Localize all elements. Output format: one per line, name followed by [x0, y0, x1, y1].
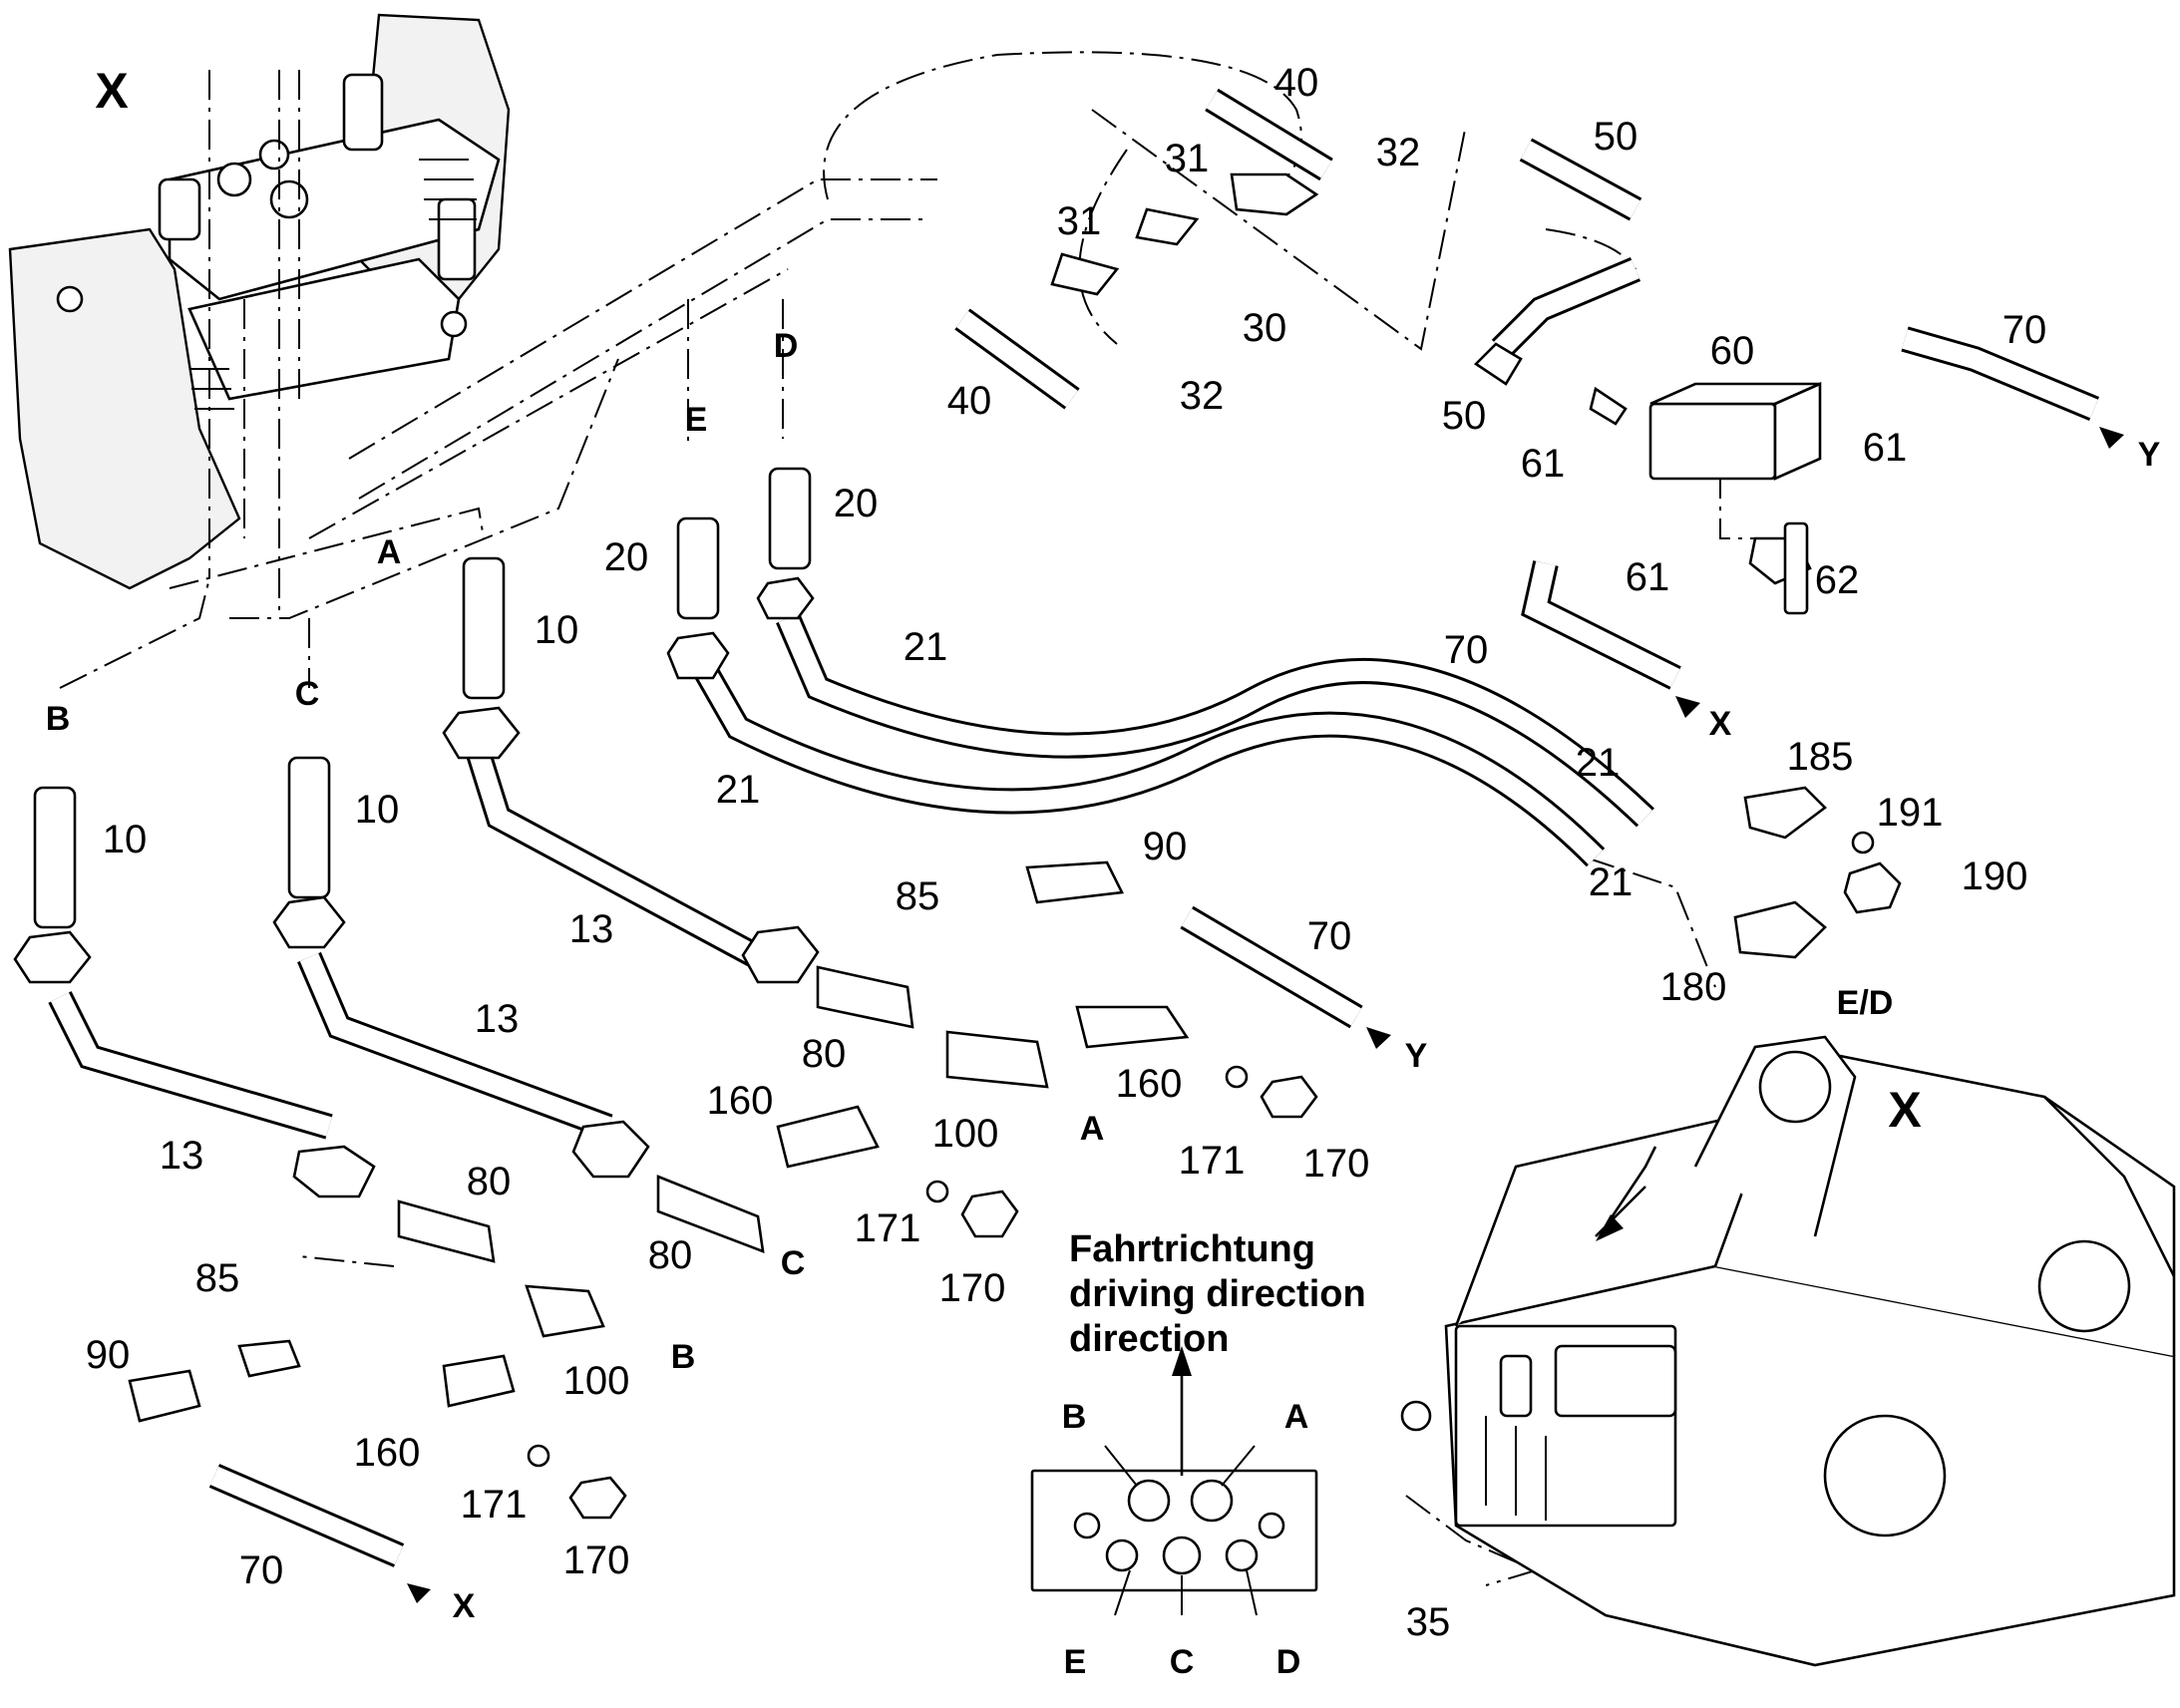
letter-ed-fitting: E/D — [1837, 984, 1894, 1022]
letter-b-top: B — [46, 700, 71, 738]
label-62: 62 — [1815, 558, 1860, 602]
label-170-left: 170 — [563, 1538, 630, 1582]
view-x-label-bottom: X — [1888, 1082, 1921, 1138]
arrow-to-x-left — [407, 1583, 431, 1603]
label-30: 30 — [1243, 306, 1287, 350]
label-61-right: 61 — [1863, 426, 1908, 470]
label-100-left: 100 — [563, 1359, 630, 1403]
label-170-right: 170 — [1303, 1142, 1370, 1186]
label-21-right-low: 21 — [1589, 860, 1634, 904]
label-13-b: 13 — [160, 1134, 204, 1178]
fittings — [13, 172, 1902, 1520]
label-21-left: 21 — [716, 768, 761, 812]
label-21-right-top: 21 — [1576, 741, 1621, 785]
label-50-top: 50 — [1594, 115, 1638, 159]
label-20-left: 20 — [604, 535, 649, 579]
label-35: 35 — [1406, 1600, 1451, 1644]
label-10-c: 10 — [355, 788, 400, 832]
letter-c-fitting: C — [781, 1244, 806, 1282]
plate-letter-e: E — [1064, 1643, 1087, 1681]
label-70-left: 70 — [239, 1548, 284, 1592]
label-171-right: 171 — [1179, 1139, 1246, 1183]
label-70-topright: 70 — [2002, 308, 2047, 352]
arrow-to-y-mid — [1366, 1027, 1391, 1049]
label-10-b: 10 — [103, 818, 148, 861]
letter-b-fitting: B — [671, 1338, 696, 1376]
label-13-a: 13 — [569, 907, 614, 951]
letter-y-arrow-right: Y — [2138, 436, 2161, 474]
letter-a-fitting: A — [1080, 1110, 1105, 1148]
label-40-top: 40 — [1274, 61, 1319, 105]
quick-coupler-illustration: X — [1444, 1035, 2176, 1667]
label-20-right: 20 — [834, 482, 879, 525]
label-13-c: 13 — [475, 997, 520, 1041]
letter-e-top: E — [685, 401, 708, 439]
label-80-a: 80 — [802, 1032, 847, 1076]
plate-letter-c: C — [1170, 1643, 1195, 1681]
label-31-mid: 31 — [1057, 199, 1102, 243]
letter-a-top: A — [377, 533, 402, 571]
arrow-to-y-right — [2099, 427, 2124, 449]
label-50-mid: 50 — [1442, 394, 1487, 438]
letter-c-top: C — [295, 675, 320, 713]
label-191: 191 — [1877, 791, 1944, 835]
plate-letter-a: A — [1284, 1398, 1309, 1436]
label-31-top: 31 — [1165, 137, 1210, 180]
valve-block-illustration: X — [8, 13, 511, 590]
label-70-mid: 70 — [1444, 628, 1489, 672]
letter-y-arrow-mid: Y — [1405, 1037, 1428, 1075]
label-190: 190 — [1962, 854, 2028, 898]
label-170-mid: 170 — [939, 1266, 1006, 1310]
label-160-mid: 160 — [707, 1079, 774, 1123]
connection-letter-labels: A E D B C A C B E/D X Y X Y B A E C D — [46, 327, 2161, 1681]
letter-d-top: D — [774, 327, 799, 365]
label-70-y: 70 — [1307, 914, 1352, 958]
label-100-mid: 100 — [932, 1112, 999, 1156]
label-85-left: 85 — [195, 1256, 240, 1300]
letter-x-arrow-right: X — [1709, 705, 1732, 743]
plate-letter-d: D — [1276, 1643, 1301, 1681]
flow-arrows — [407, 427, 2124, 1603]
driving-direction-legend: Fahrtrichtung driving direction directio… — [1069, 1228, 1366, 1360]
plate-letter-b: B — [1062, 1398, 1087, 1436]
label-10-a: 10 — [535, 608, 579, 652]
label-21-top: 21 — [904, 625, 948, 669]
letter-x-arrow-left: X — [453, 1587, 476, 1625]
port-layout-plate — [1030, 1346, 1318, 1616]
hoses — [48, 88, 2099, 1567]
label-171-mid: 171 — [855, 1206, 921, 1250]
label-185: 185 — [1787, 735, 1854, 779]
label-40-mid: 40 — [947, 379, 992, 423]
label-160-left: 160 — [354, 1431, 421, 1475]
arrow-to-x-right — [1675, 696, 1700, 718]
label-180: 180 — [1660, 965, 1727, 1009]
label-32-mid: 32 — [1180, 374, 1225, 418]
label-90-left: 90 — [86, 1333, 131, 1377]
label-60: 60 — [1710, 329, 1755, 373]
part-number-labels: 40 31 32 50 31 30 60 70 32 40 50 61 61 6… — [86, 61, 2047, 1644]
legend-direction: direction — [1069, 1318, 1229, 1360]
view-x-label-top: X — [95, 63, 128, 119]
label-61-left: 61 — [1521, 442, 1566, 486]
label-80-b: 80 — [467, 1160, 512, 1203]
label-160-right: 160 — [1116, 1062, 1183, 1106]
legend-driving-direction: driving direction — [1069, 1273, 1366, 1315]
legend-fahrtrichtung: Fahrtrichtung — [1069, 1228, 1315, 1270]
label-80-c: 80 — [648, 1233, 693, 1277]
label-90-mid: 90 — [1143, 825, 1188, 868]
label-32-top: 32 — [1376, 131, 1421, 174]
label-61-low: 61 — [1626, 555, 1670, 599]
label-85-mid: 85 — [896, 874, 940, 918]
label-171-left: 171 — [461, 1483, 528, 1527]
